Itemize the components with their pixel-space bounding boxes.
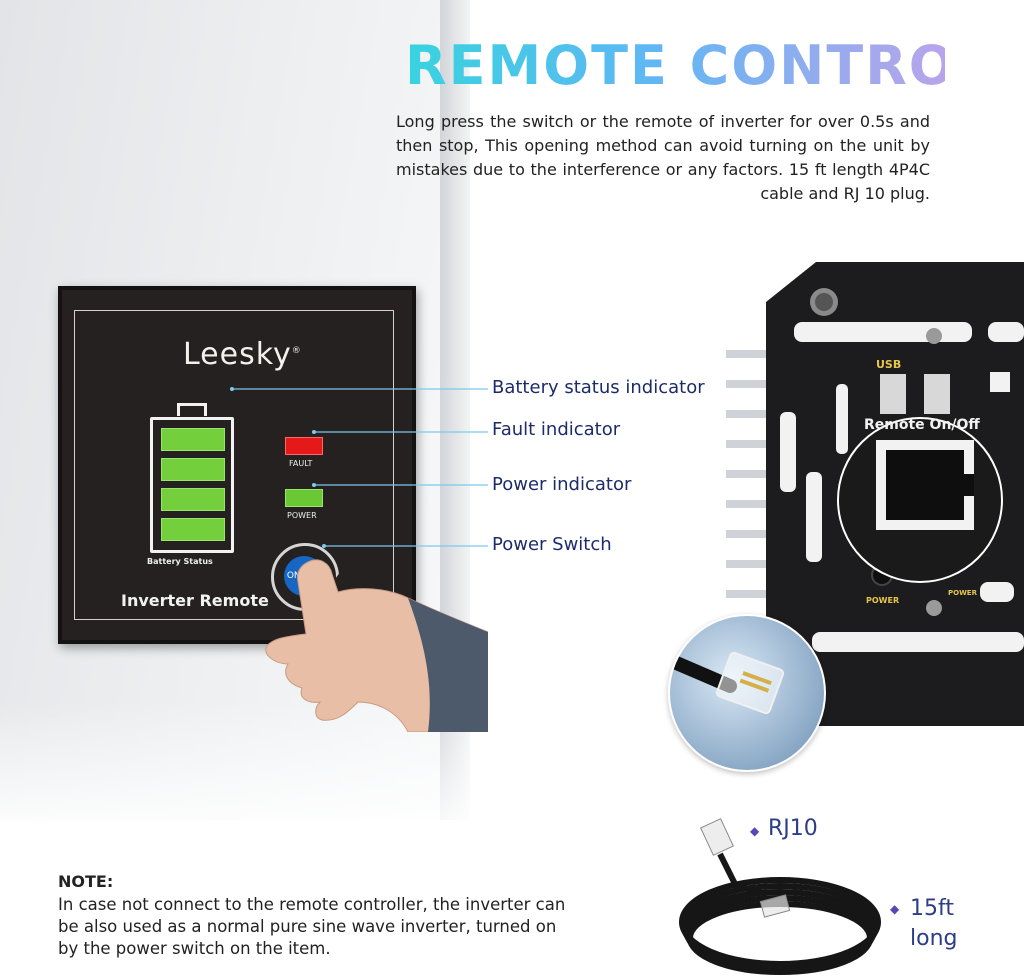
fault-indicator-label: Fault indicator	[492, 419, 621, 440]
heatsink-fins	[726, 350, 766, 598]
hand-image	[265, 559, 488, 732]
power-led	[285, 489, 323, 507]
device-power-label-left: POWER	[866, 596, 899, 605]
battery-bar	[161, 458, 225, 481]
rj10-connector-zoom	[668, 614, 826, 772]
battery-bar	[161, 428, 225, 451]
device-power-label-right: POWER	[948, 589, 978, 597]
bullet-diamond-icon: ◆	[890, 902, 900, 916]
remote-panel-frame: Leesky® Battery Status FAULT POWER ON/OF…	[74, 310, 394, 620]
brand-mark: ®	[291, 346, 302, 356]
remote-panel: Leesky® Battery Status FAULT POWER ON/OF…	[58, 286, 416, 644]
power-label: POWER	[287, 511, 317, 520]
note-text: In case not connect to the remote contro…	[58, 895, 566, 958]
battery-status-label: Battery Status	[147, 557, 213, 566]
battery-status-icon	[150, 417, 234, 553]
note-heading: NOTE:	[58, 872, 114, 891]
brand-name: Leesky	[183, 337, 292, 372]
battery-status-indicator-label: Battery status indicator	[492, 377, 705, 398]
rj10-plug-icon	[670, 651, 785, 715]
bullet-diamond-icon: ◆	[750, 824, 760, 838]
battery-bar	[161, 518, 225, 541]
inverter-device: USB POWER POWER Remote On/Off	[726, 262, 1024, 726]
fault-led	[285, 437, 323, 455]
rj10-label: RJ10	[768, 816, 818, 841]
remote-port-label: Remote On/Off	[864, 417, 980, 433]
cable-length-label: 15ft long	[910, 896, 958, 951]
page-title: REMOTE CONTROL	[405, 34, 994, 97]
usb-label: USB	[876, 358, 901, 371]
cable-coil-icon	[679, 818, 881, 975]
power-indicator-label: Power indicator	[492, 474, 632, 495]
battery-bar	[161, 488, 225, 511]
power-switch-label: Power Switch	[492, 534, 612, 555]
fault-label: FAULT	[289, 459, 313, 468]
brand-logo: Leesky®	[183, 337, 302, 372]
battery-tip-icon	[177, 403, 207, 416]
remote-name: Inverter Remote	[121, 591, 269, 610]
description-text: Long press the switch or the remote of i…	[396, 112, 930, 203]
